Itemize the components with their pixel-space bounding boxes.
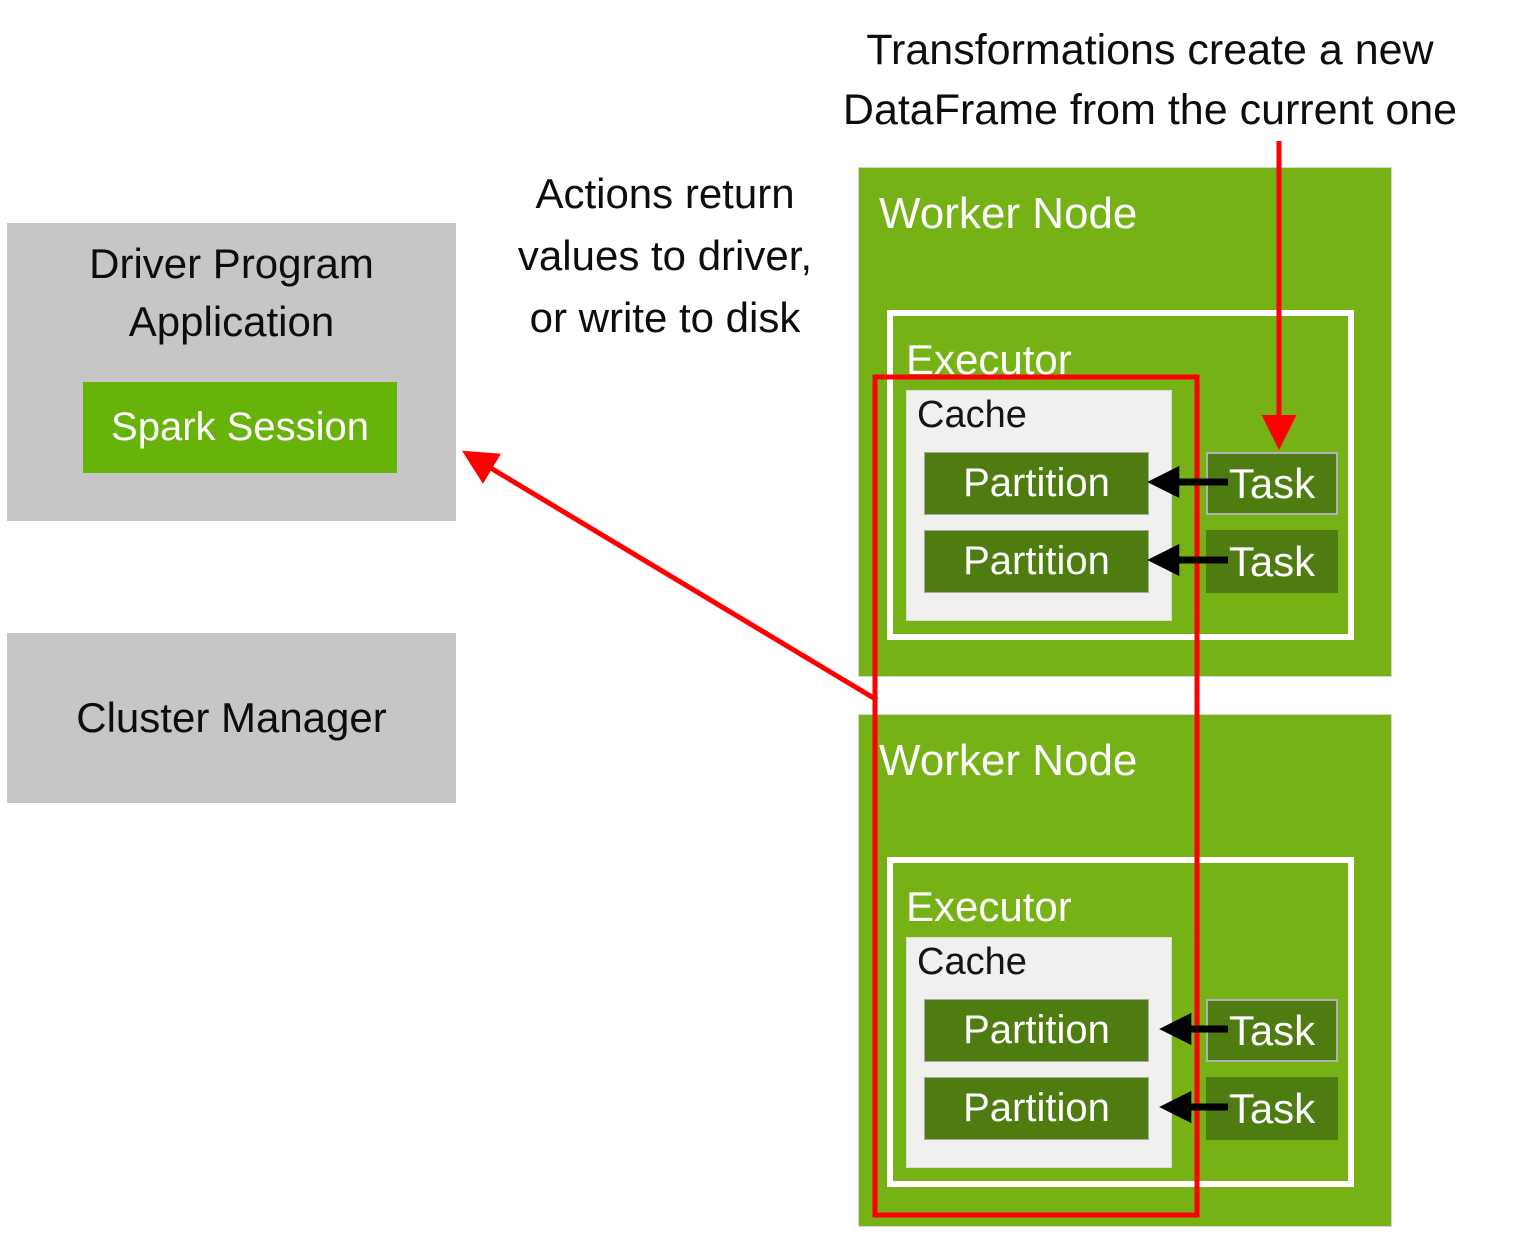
spark-session-label: Spark Session [111,405,369,449]
worker-1-cache-title: Cache [917,394,1027,436]
worker-1-partition-2-label: Partition [963,539,1110,583]
worker-node-1: Worker Node Executor Cache Partition Par… [858,167,1392,677]
transformations-note-line2: DataFrame from the current one [842,86,1458,134]
worker-node-2: Worker Node Executor Cache Partition Par… [858,714,1392,1227]
worker-2-partition-2: Partition [924,1077,1149,1140]
worker-2-cache-title: Cache [917,941,1027,983]
actions-note: Actions return values to driver, or writ… [465,163,865,349]
actions-note-line3: or write to disk [529,294,801,341]
worker-2-partition-2-label: Partition [963,1086,1110,1130]
worker-2-task-1-label: Task [1228,1006,1316,1054]
worker-2-task-2: Task [1206,1077,1338,1140]
worker-node-1-title: Worker Node [879,189,1138,238]
worker-1-executor-title: Executor [906,336,1072,383]
driver-program-box: Driver Program Application Spark Session [7,223,456,521]
cluster-manager-label: Cluster Manager [76,694,387,741]
worker-1-task-2: Task [1206,530,1338,593]
worker-1-partition-2: Partition [924,530,1149,593]
driver-program-title-line2: Application [128,298,335,345]
cluster-manager-box: Cluster Manager [7,633,456,803]
actions-note-line1: Actions return [535,170,795,217]
worker-node-2-title: Worker Node [879,736,1138,785]
transformations-note-line1: Transformations create a new [866,26,1434,74]
worker-2-cache-box: Cache Partition Partition [906,937,1172,1168]
worker-1-partition-1: Partition [924,452,1149,515]
worker-1-cache-box: Cache Partition Partition [906,390,1172,621]
worker-1-task-2-label: Task [1228,537,1316,585]
worker-2-executor-title: Executor [906,883,1072,930]
driver-program-title: Driver Program Application [7,235,456,351]
worker-2-task-2-label: Task [1228,1084,1316,1132]
worker-2-partition-1-label: Partition [963,1008,1110,1052]
transformations-note: Transformations create a new DataFrame f… [790,20,1510,140]
action-arrow [461,450,879,703]
actions-note-line2: values to driver, [517,232,813,279]
worker-1-partition-1-label: Partition [963,461,1110,505]
worker-1-task-1-label: Task [1228,459,1316,507]
worker-2-partition-1: Partition [924,999,1149,1062]
worker-1-task-1: Task [1206,452,1338,515]
worker-2-task-1: Task [1206,999,1338,1062]
spark-session-box: Spark Session [83,382,397,473]
driver-program-title-line1: Driver Program [89,240,374,287]
